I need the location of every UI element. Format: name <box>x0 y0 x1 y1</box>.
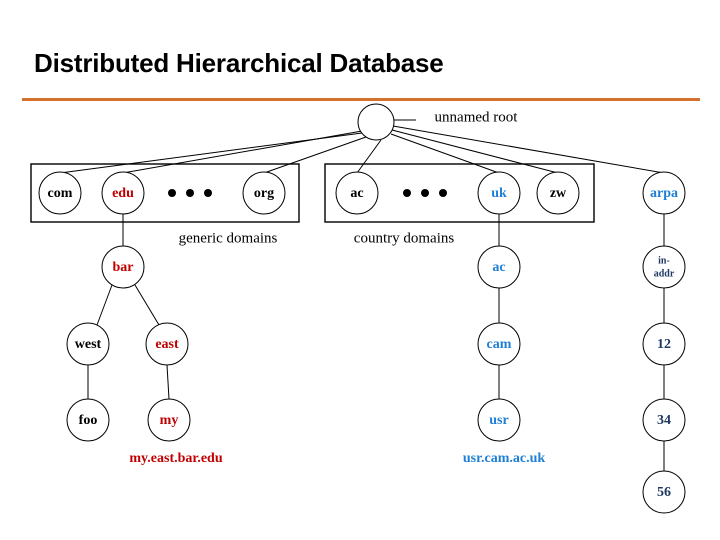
node-circle <box>147 398 191 442</box>
edge-root-to-org <box>263 136 367 174</box>
tree-node-in-addr[interactable]: in-addr <box>642 245 686 289</box>
tree-node-org[interactable]: org <box>242 171 286 215</box>
node-circle <box>477 171 521 215</box>
node-label: arpa <box>650 186 678 201</box>
tree-node-usr[interactable]: usr <box>477 398 521 442</box>
tree-node-east[interactable]: east <box>145 322 189 366</box>
generic-domains-label: generic domains <box>179 230 278 246</box>
ellipsis-dot-icon <box>186 189 194 197</box>
node-circle <box>642 245 686 289</box>
tree-node-west[interactable]: west <box>66 322 110 366</box>
tree-node-bar[interactable]: bar <box>101 245 145 289</box>
node-label: zw <box>550 186 567 201</box>
node-circle <box>38 171 82 215</box>
edge-root-to-ac-cc <box>356 139 382 174</box>
node-label: my <box>160 413 179 428</box>
tree-node-uk[interactable]: uk <box>477 171 521 215</box>
node-label: uk <box>491 186 507 201</box>
node-label: ac <box>350 186 363 201</box>
node-label: 56 <box>657 485 671 500</box>
tree-node-foo[interactable]: foo <box>66 398 110 442</box>
node-circle <box>145 322 189 366</box>
edge-bar-to-west <box>96 284 113 326</box>
edge-root-to-zw <box>391 129 559 174</box>
node-circle <box>642 470 686 514</box>
tree-node-34[interactable]: 34 <box>642 398 686 442</box>
edge-root-to-arpa <box>392 125 665 174</box>
tree-nodes-layer: com edu org ac uk zw arpa bar ac in-addr west east c… <box>38 103 686 514</box>
ellipsis-dots-layer <box>168 189 447 197</box>
page-title: Distributed Hierarchical Database <box>34 48 444 78</box>
tree-node-edu[interactable]: edu <box>101 171 145 215</box>
caption-edu: my.east.bar.edu <box>129 451 222 466</box>
country-domains-label: country domains <box>354 230 455 246</box>
tree-node-zw[interactable]: zw <box>536 171 580 215</box>
node-label: 12 <box>657 337 671 352</box>
title-divider-rule <box>22 98 700 101</box>
node-circle <box>66 398 110 442</box>
node-label: edu <box>112 186 134 201</box>
tree-node-arpa[interactable]: arpa <box>642 171 686 215</box>
node-circle <box>642 398 686 442</box>
country-domains-box <box>324 163 595 223</box>
node-circle <box>477 322 521 366</box>
node-label: east <box>155 337 179 352</box>
node-circle <box>101 245 145 289</box>
caption-uk: usr.cam.ac.uk <box>463 451 546 466</box>
ellipsis-dot-icon <box>421 189 429 197</box>
node-circle <box>101 171 145 215</box>
tree-node-my[interactable]: my <box>147 398 191 442</box>
node-circle <box>477 245 521 289</box>
edge-root-to-uk <box>390 133 500 174</box>
node-label: bar <box>113 260 134 275</box>
edge-east-to-my <box>166 364 170 400</box>
node-circle <box>357 103 395 141</box>
tree-node-root-node[interactable] <box>357 103 395 141</box>
tree-node-12[interactable]: 12 <box>642 322 686 366</box>
node-circle <box>642 322 686 366</box>
node-circle <box>335 171 379 215</box>
generic-domains-box <box>30 163 300 223</box>
node-label: ac <box>492 260 505 275</box>
node-label: in- <box>658 255 670 266</box>
tree-node-ac-cc[interactable]: ac <box>335 171 379 215</box>
diagram-text-labels: unnamed root generic domains country domai… <box>129 109 545 466</box>
edge-bar-to-east <box>134 284 160 326</box>
node-label: 34 <box>657 413 671 428</box>
node-label: cam <box>487 337 512 352</box>
node-label: org <box>254 186 274 201</box>
node-label: com <box>48 186 73 201</box>
node-label: usr <box>489 413 508 428</box>
node-label: addr <box>654 268 675 279</box>
ellipsis-dot-icon <box>403 189 411 197</box>
edges-layer <box>59 119 665 471</box>
edge-root-to-edu <box>122 130 363 174</box>
unnamed-root-label: unnamed root <box>435 109 519 125</box>
domain-group-boxes <box>30 163 595 223</box>
tree-node-ac-uk[interactable]: ac <box>477 245 521 289</box>
tree-node-com[interactable]: com <box>38 171 82 215</box>
node-circle <box>536 171 580 215</box>
ellipsis-dot-icon <box>168 189 176 197</box>
node-label: foo <box>79 413 98 428</box>
ellipsis-dot-icon <box>439 189 447 197</box>
node-circle <box>477 398 521 442</box>
tree-node-56[interactable]: 56 <box>642 470 686 514</box>
node-circle <box>242 171 286 215</box>
tree-node-cam[interactable]: cam <box>477 322 521 366</box>
node-circle <box>642 171 686 215</box>
ellipsis-dot-icon <box>204 189 212 197</box>
node-label: west <box>75 337 102 352</box>
node-circle <box>66 322 110 366</box>
